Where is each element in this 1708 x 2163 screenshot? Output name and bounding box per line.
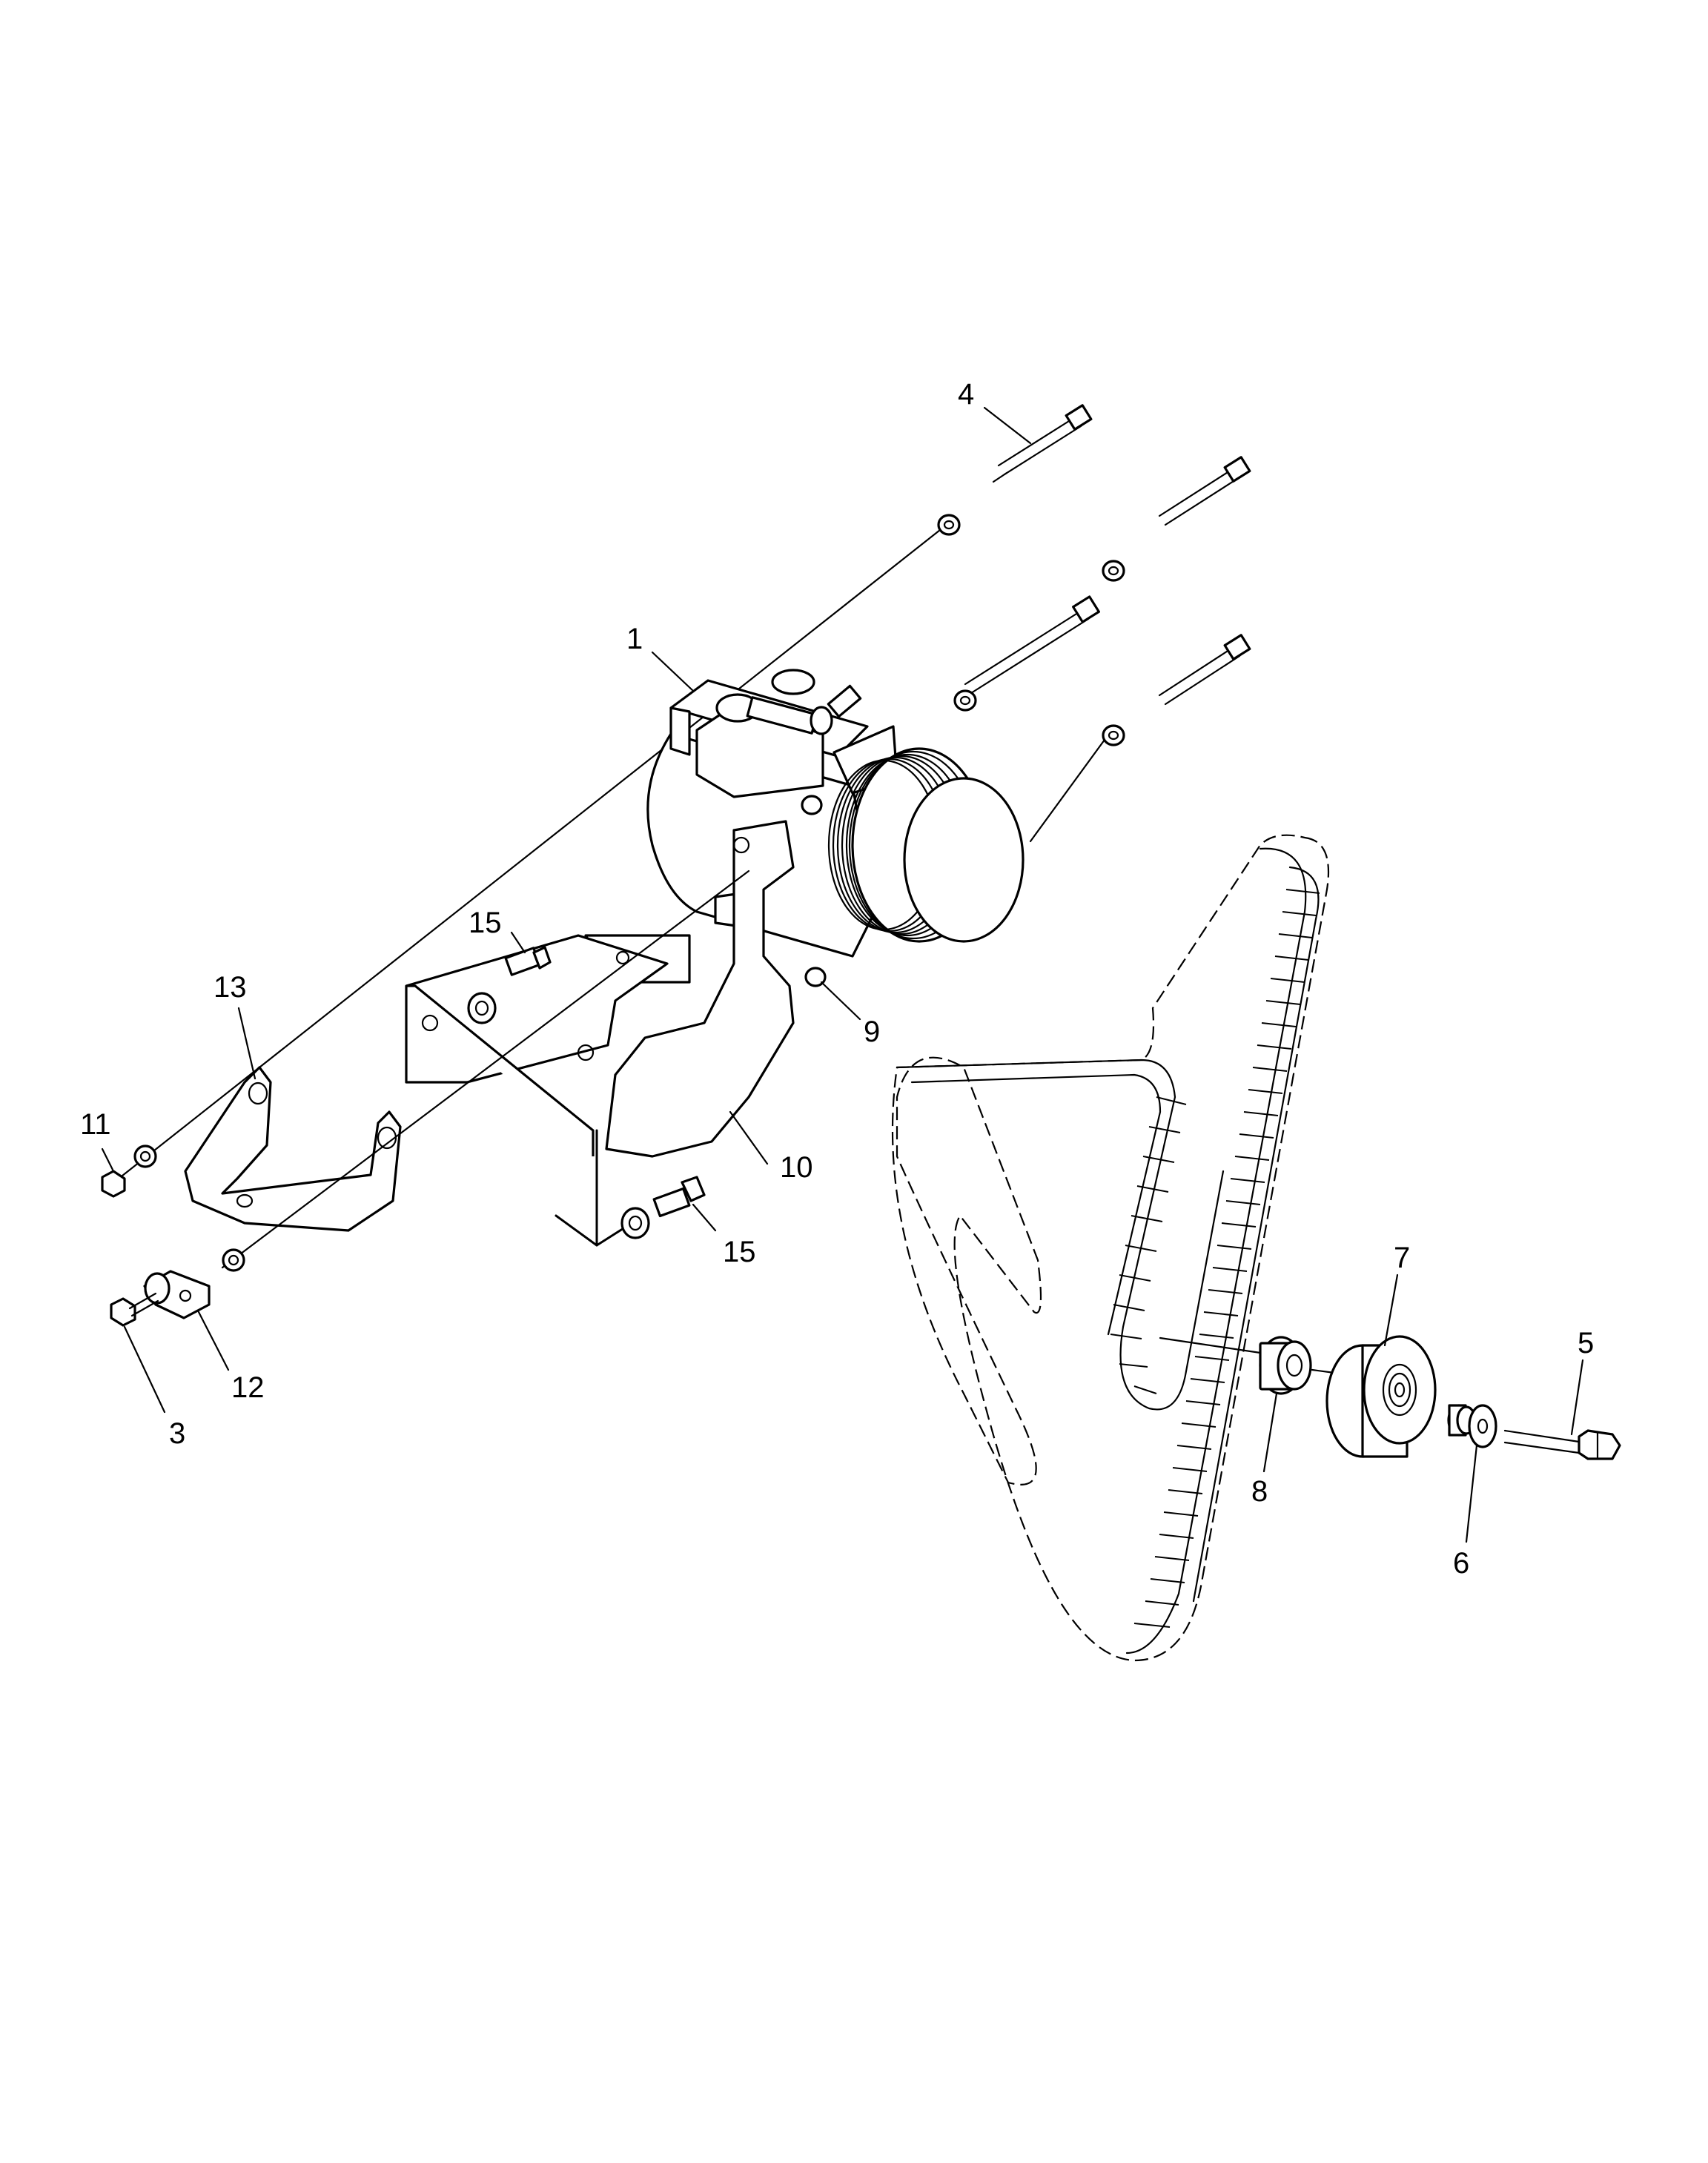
bolt-3 <box>110 1292 159 1327</box>
callout-15-upper: 15 <box>469 907 502 939</box>
callout-6: 6 <box>1453 1547 1469 1580</box>
callout-labels: 4 1 15 13 9 10 11 15 12 3 7 8 5 6 <box>80 378 1594 1580</box>
nut-9-bottom <box>804 967 827 987</box>
callout-8: 8 <box>1251 1475 1268 1508</box>
washer <box>1102 724 1125 746</box>
washer <box>467 992 497 1024</box>
bolt-third <box>964 595 1100 695</box>
callout-7: 7 <box>1394 1242 1410 1274</box>
bolt-second <box>1158 456 1251 526</box>
nut-9-top <box>801 795 823 815</box>
callout-10: 10 <box>780 1151 813 1184</box>
washer <box>953 689 977 712</box>
idler-pulley-7 <box>1325 1335 1437 1458</box>
belt-ribs <box>1110 889 1320 1628</box>
mounting-bracket <box>405 820 795 1247</box>
callout-11: 11 <box>80 1108 111 1141</box>
bolt-4-top <box>992 404 1093 483</box>
ac-compressor <box>646 669 1025 987</box>
bolt-axis-12 <box>221 869 750 1269</box>
strap-bracket <box>184 1066 402 1232</box>
drive-belt <box>891 834 1330 1662</box>
washer <box>937 514 961 536</box>
callout-9: 9 <box>864 1016 880 1048</box>
callout-15-lower: 15 <box>723 1236 756 1268</box>
nut-11 <box>101 1170 126 1198</box>
spacer-8 <box>1259 1336 1312 1395</box>
compressor-pulley <box>827 747 1025 943</box>
callout-3: 3 <box>169 1417 185 1450</box>
callout-13: 13 <box>214 971 247 1004</box>
idler-assembly <box>1159 1335 1621 1460</box>
callout-5: 5 <box>1578 1327 1594 1359</box>
leader-lines <box>101 406 1584 1543</box>
washer <box>133 1145 157 1168</box>
bolt-15-lower <box>652 1176 706 1218</box>
callout-1: 1 <box>626 623 643 655</box>
washer <box>1102 560 1125 582</box>
bolt-5 <box>1503 1429 1621 1460</box>
callout-12: 12 <box>231 1371 265 1404</box>
bolt-15-upper <box>504 946 552 976</box>
washer-6 <box>1468 1404 1497 1448</box>
washer <box>222 1248 245 1272</box>
washer <box>620 1207 650 1239</box>
bolt-fourth <box>1158 634 1251 706</box>
callout-4: 4 <box>958 378 974 411</box>
